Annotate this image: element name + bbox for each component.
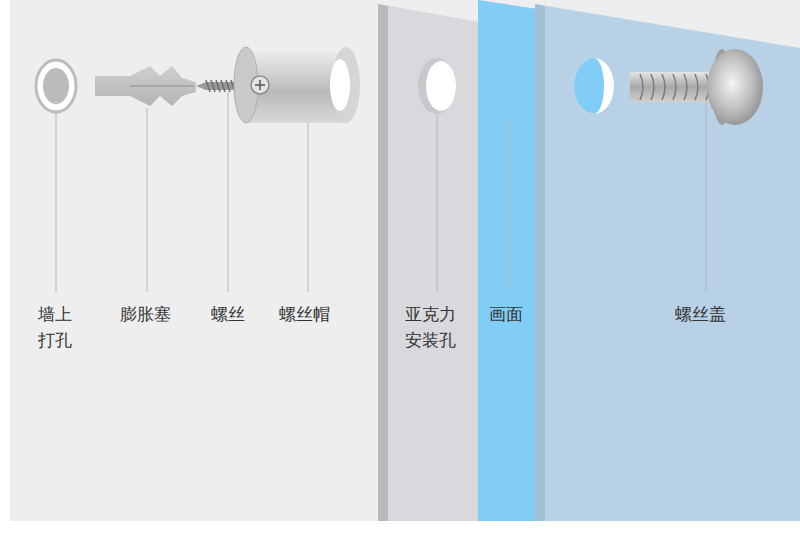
- leader-line: [228, 92, 229, 292]
- front-hole: [574, 58, 614, 114]
- screw-thread: [221, 80, 225, 92]
- leader-line: [507, 120, 508, 292]
- screw-cap: [234, 47, 360, 123]
- screw-thread: [211, 80, 215, 92]
- expansion-plug: [95, 66, 196, 106]
- part-name: 墙上 打孔: [38, 301, 72, 353]
- picture-layer: [478, 0, 545, 521]
- bolt-thread: [673, 74, 676, 100]
- leader-line: [437, 114, 438, 292]
- part-name: 螺丝盖: [675, 301, 726, 327]
- acrylic-front-panel: [535, 4, 800, 521]
- part-name: 膨胀塞: [120, 301, 171, 327]
- acrylic-hole: [418, 58, 456, 114]
- wall-hole: [36, 60, 76, 112]
- screw-thread: [226, 80, 230, 92]
- cover-bolt: [630, 49, 763, 125]
- leader-lines: [56, 92, 706, 292]
- bolt-thread: [640, 74, 643, 100]
- screw-thread: [206, 80, 210, 92]
- acrylic-back-panel: [378, 4, 480, 521]
- part-name: 画面: [489, 301, 523, 327]
- part-name: 螺丝: [211, 301, 245, 327]
- background: [10, 0, 800, 521]
- part-name: 螺丝帽: [279, 301, 330, 327]
- acrylic-hole: [426, 61, 456, 111]
- leader-line: [147, 108, 148, 292]
- leader-line: [308, 123, 309, 292]
- leader-line: [56, 112, 57, 292]
- bolt-thread: [662, 74, 665, 100]
- leader-line: [706, 102, 707, 292]
- acrylic-edge: [378, 4, 388, 521]
- bolt-thread: [651, 74, 654, 100]
- screw-thread: [216, 80, 220, 92]
- part-name: 亚克力 安装孔: [405, 301, 456, 353]
- wall-hole-inner: [43, 68, 69, 104]
- acrylic-edge: [535, 4, 545, 521]
- bolt-thread: [695, 74, 698, 100]
- bolt-thread: [684, 74, 687, 100]
